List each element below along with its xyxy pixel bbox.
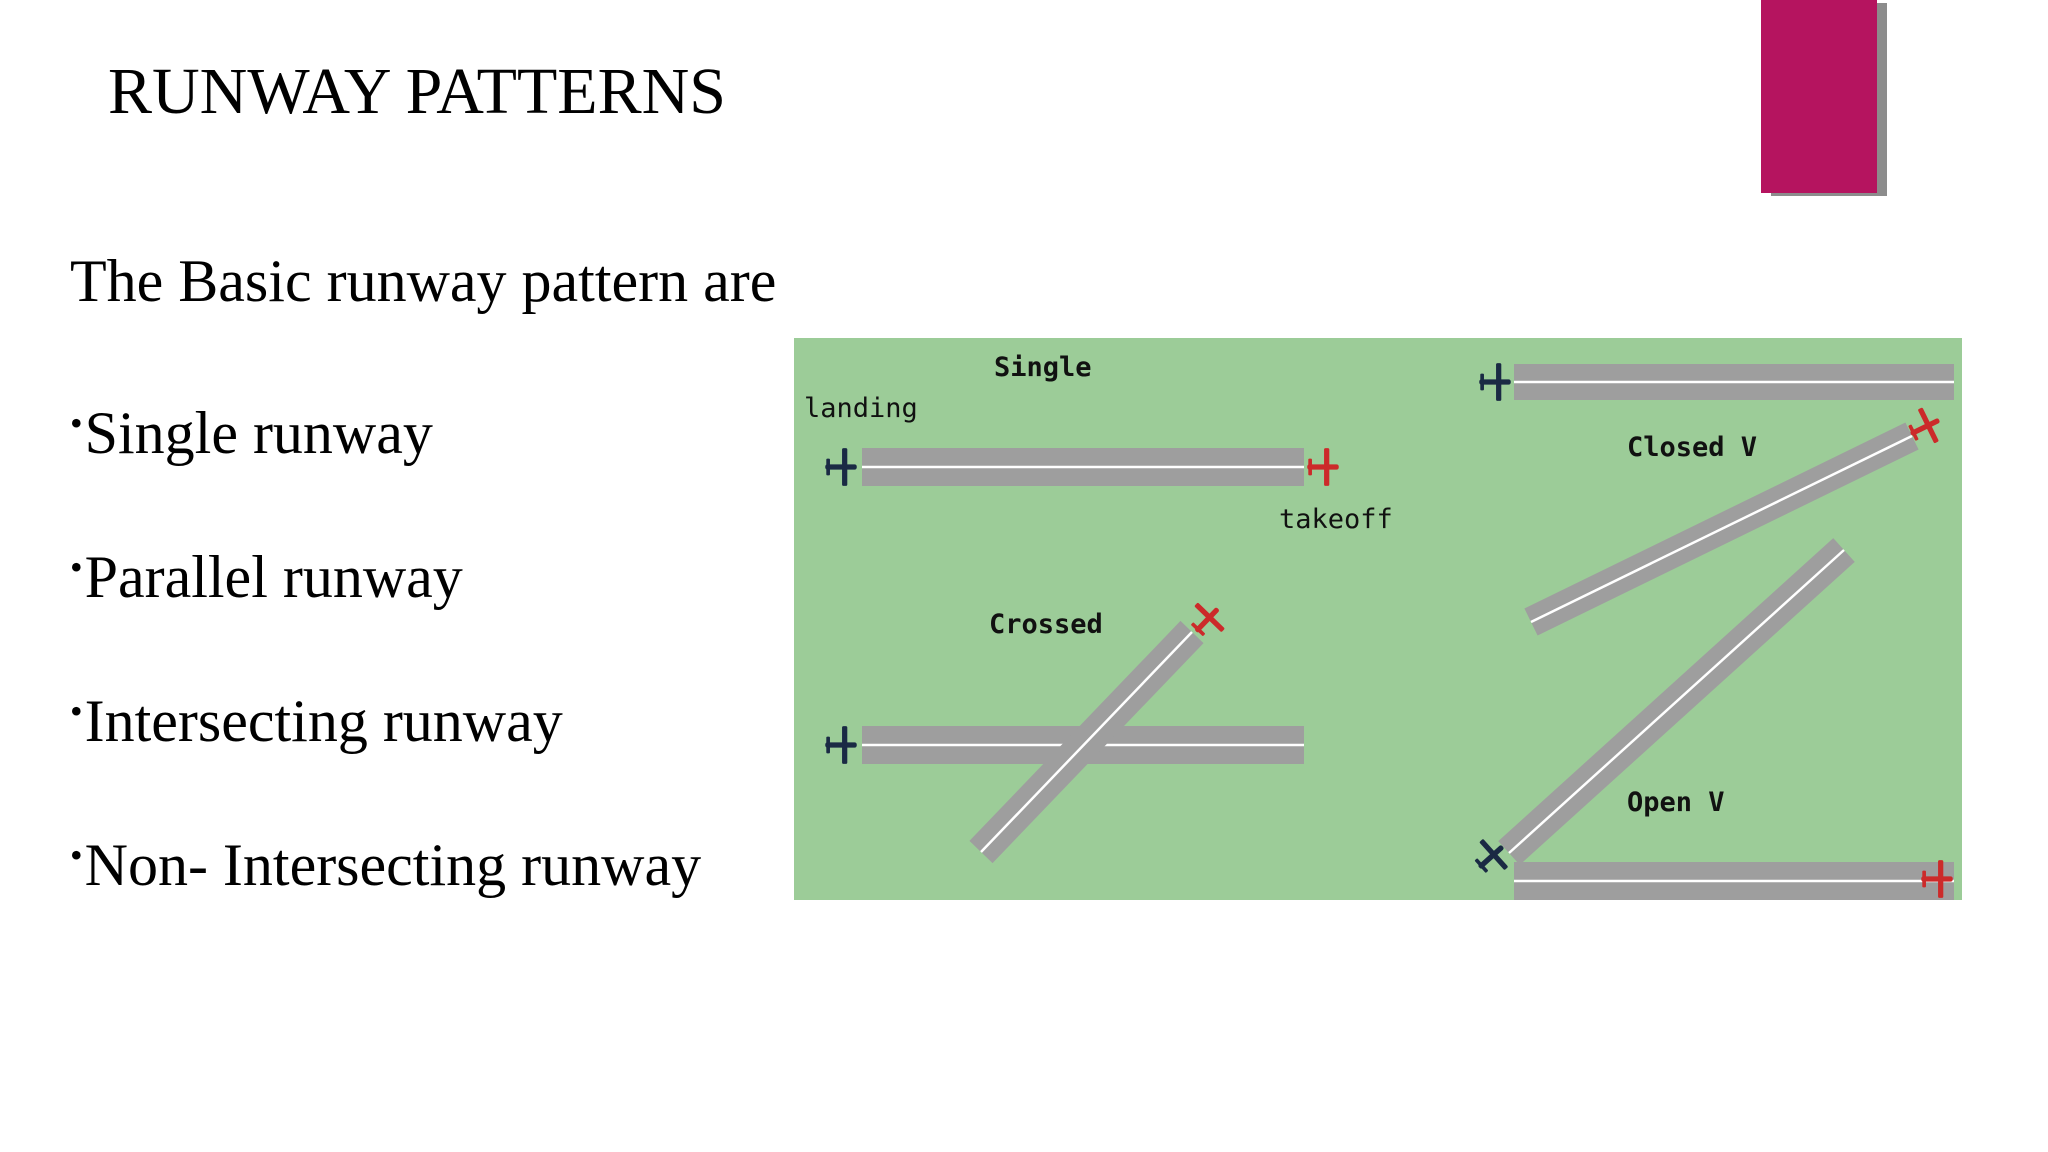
label-landing: landing: [804, 393, 918, 424]
bullet-item-non-intersecting-runway: •Non- Intersecting runway: [70, 820, 701, 898]
bullet-list: •Single runway •Parallel runway •Interse…: [70, 388, 701, 964]
intro-text: The Basic runway pattern are: [70, 248, 777, 314]
label-takeoff: takeoff: [1279, 504, 1393, 535]
crossed-runway-pattern: [862, 620, 1304, 864]
runway-diagram-svg: Single landing takeoff Crossed Closed V …: [794, 338, 1962, 900]
bullet-text: Parallel runway: [84, 544, 463, 610]
bullet-item-single-runway: •Single runway: [70, 388, 701, 466]
bullet-dot: •: [70, 691, 83, 731]
bullet-dot: •: [70, 403, 83, 443]
label-closed-v: Closed V: [1627, 432, 1757, 463]
bullet-item-intersecting-runway: •Intersecting runway: [70, 676, 701, 754]
runway-centerline: [1508, 549, 1845, 854]
single-runway-pattern: [862, 448, 1304, 486]
runway-patterns-diagram: Single landing takeoff Crossed Closed V …: [794, 338, 1962, 900]
bullet-item-parallel-runway: •Parallel runway: [70, 532, 701, 610]
bullet-text: Intersecting runway: [84, 688, 563, 754]
runway-centerline: [1530, 434, 1913, 624]
bullet-dot: •: [70, 835, 83, 875]
bullet-text: Non- Intersecting runway: [84, 832, 702, 898]
accent-block: [1761, 0, 1877, 193]
label-crossed: Crossed: [989, 609, 1103, 640]
slide-title: RUNWAY PATTERNS: [108, 55, 726, 128]
bullet-dot: •: [70, 547, 83, 587]
label-open-v: Open V: [1627, 787, 1725, 818]
closed-v-runway-pattern: [1514, 364, 1954, 636]
label-single: Single: [994, 352, 1092, 383]
bullet-text: Single runway: [84, 400, 433, 466]
runway-centerline: [980, 631, 1193, 853]
open-v-runway-pattern: [1498, 538, 1954, 900]
